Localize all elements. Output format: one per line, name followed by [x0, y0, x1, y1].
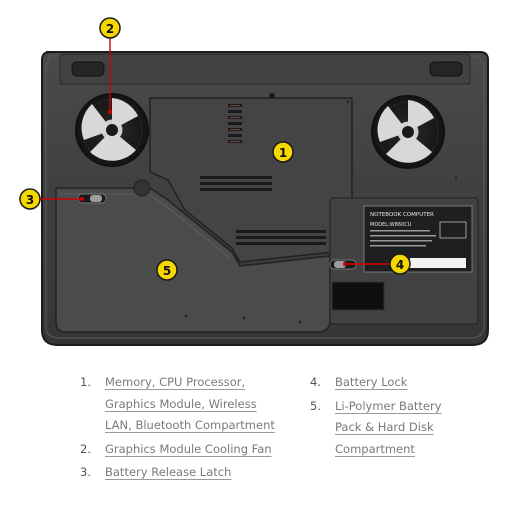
sticker-model: MODEL:W860CU [370, 222, 412, 228]
legend-link-cooling-fan[interactable]: Graphics Module Cooling Fan [105, 441, 272, 456]
legend-item-number: 5. [310, 398, 321, 413]
legend-link-battery-hdd-compartment-line-1[interactable]: Li-Polymer Battery [335, 398, 442, 413]
legend-column-right: 4. Battery Lock 5. Li-Polymer Battery Pa… [310, 372, 520, 462]
legend-link-battery-hdd-compartment-line-3[interactable]: Compartment [335, 441, 415, 456]
legend-link-battery-release-latch[interactable]: Battery Release Latch [105, 465, 232, 479]
legend-item-1: 1. Memory, CPU Processor, Graphics Modul… [80, 372, 300, 437]
callout-2: 2 [99, 17, 121, 39]
battery-pack [55, 179, 331, 333]
leader-line-ends [80, 110, 347, 266]
legend-link-memory-cpu-compartment-line-3[interactable]: LAN, Bluetooth Compartment [105, 418, 275, 432]
legend-item-number: 4. [310, 375, 321, 389]
product-label-sticker: NOTEBOOK COMPUTER MODEL:W860CU [363, 205, 473, 273]
legend-item-2: 2. Graphics Module Cooling Fan [80, 439, 300, 461]
callout-2-label: 2 [106, 22, 114, 36]
legend-item-3: 3. Battery Release Latch [80, 462, 300, 484]
callout-3-label: 3 [26, 193, 34, 207]
callout-1-label: 1 [279, 146, 287, 160]
legend-link-memory-cpu-compartment-line-2[interactable]: Graphics Module, Wireless [105, 396, 257, 411]
right-cooling-fan [371, 95, 445, 169]
legend-link-memory-cpu-compartment-line-1[interactable]: Memory, CPU Processor, [105, 375, 246, 389]
legend-link-battery-hdd-compartment-line-2[interactable]: Pack & Hard Disk [335, 420, 434, 434]
legend-item-4: 4. Battery Lock [310, 372, 520, 394]
screws [183, 69, 459, 325]
legend-link-battery-lock[interactable]: Battery Lock [335, 375, 408, 389]
memory-cpu-compartment-cover [149, 93, 353, 263]
legend-item-number: 2. [80, 441, 91, 456]
sticker-title: NOTEBOOK COMPUTER [370, 212, 434, 218]
legend-item-5: 5. Li-Polymer Battery Pack & Hard Disk C… [310, 396, 520, 461]
callout-4: 4 [389, 253, 411, 275]
callout-1: 1 [272, 141, 294, 163]
legend-item-number: 3. [80, 465, 91, 479]
callout-5-label: 5 [163, 264, 171, 278]
component-legend: 1. Memory, CPU Processor, Graphics Modul… [0, 372, 530, 502]
leader-lines [40, 37, 392, 265]
callout-3: 3 [19, 188, 41, 210]
legend-column-left: 1. Memory, CPU Processor, Graphics Modul… [80, 372, 300, 486]
callout-5: 5 [156, 259, 178, 281]
laptop-underside-diagram: NOTEBOOK COMPUTER MODEL:W860CU [19, 17, 489, 346]
left-cooling-fan [75, 93, 149, 167]
callout-4-label: 4 [396, 258, 404, 272]
legend-item-number: 1. [80, 375, 91, 389]
